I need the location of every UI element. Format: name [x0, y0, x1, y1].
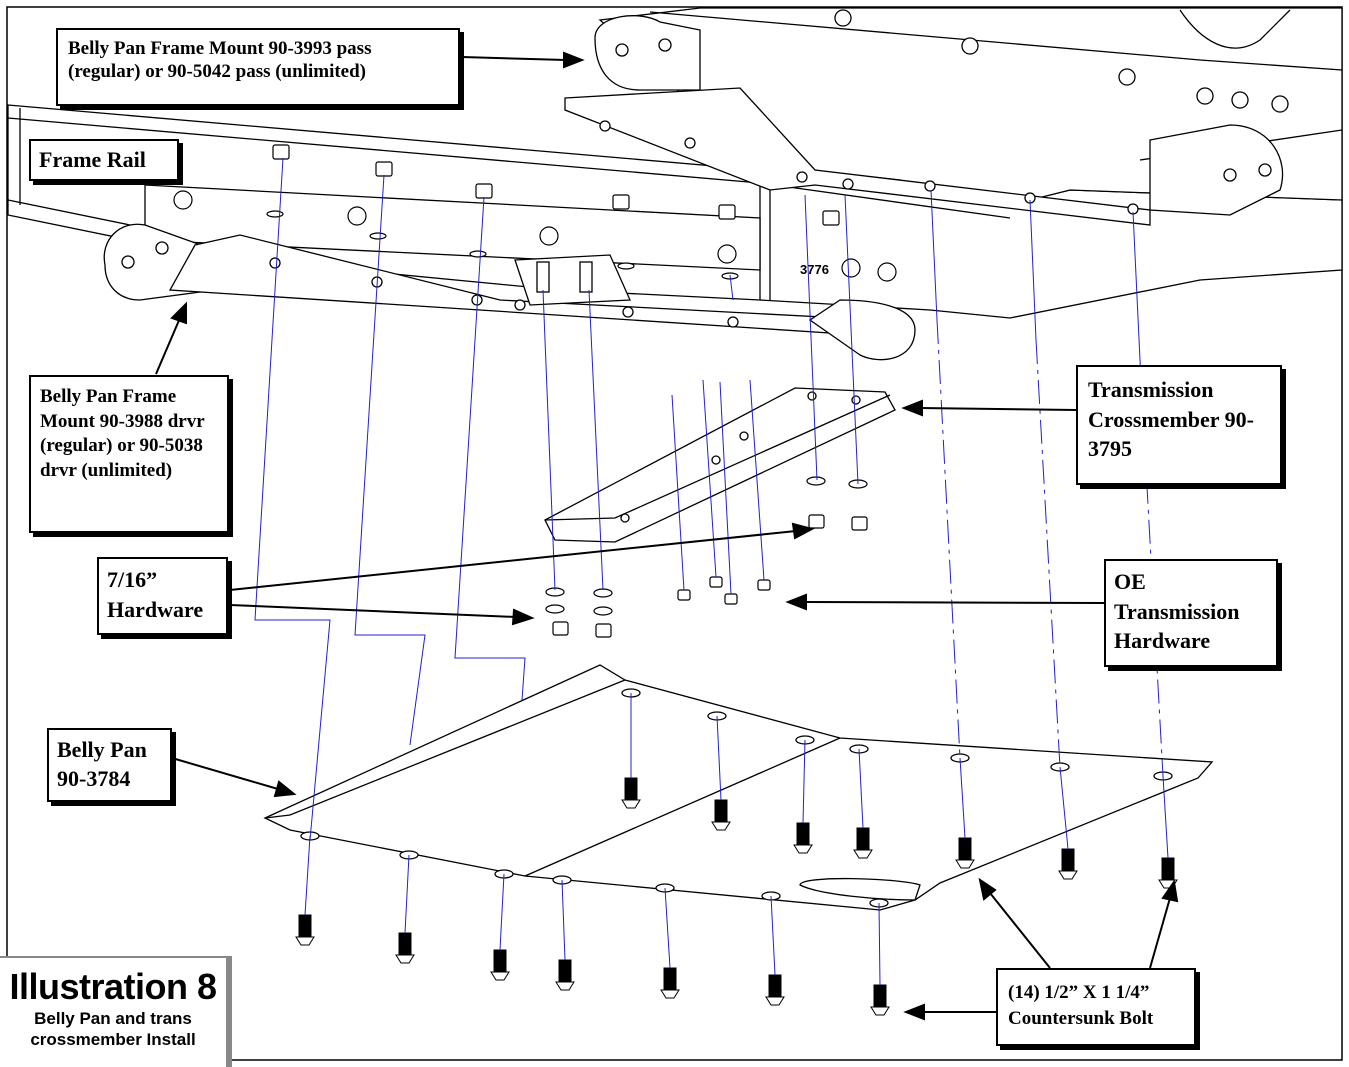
callout-arrows [155, 51, 1179, 1021]
assembly-center-lines [254, 157, 1169, 986]
callout-716-hardware-text: 7/16” Hardware [107, 567, 204, 622]
pass-frame-mount [564, 15, 1284, 226]
callout-pass-frame-mount-text: Belly Pan Frame Mount 90-3993 pass (regu… [68, 38, 372, 82]
callout-belly-pan: Belly Pan 90-3784 [47, 728, 172, 802]
callout-frame-rail: Frame Rail [29, 139, 179, 181]
callout-countersunk-bolt-text: (14) 1/2” X 1 1/4” Countersunk Bolt [1008, 982, 1154, 1029]
callout-countersunk-bolt: (14) 1/2” X 1 1/4” Countersunk Bolt [996, 968, 1196, 1046]
frame-nuts [173, 144, 897, 282]
illustration-title: Illustration 8 [9, 966, 217, 1007]
callout-oe-trans-hardware-text: OE Transmission Hardware [1114, 569, 1240, 654]
callout-oe-trans-hardware: OE Transmission Hardware [1104, 559, 1278, 667]
part-stamp: 3776 [800, 262, 829, 277]
crossmember-hardware [545, 476, 868, 638]
callout-trans-crossmember: Transmission Crossmember 90-3795 [1076, 365, 1282, 485]
callout-trans-crossmember-text: Transmission Crossmember 90-3795 [1088, 377, 1254, 462]
callout-drvr-frame-mount: Belly Pan Frame Mount 90-3988 drvr (regu… [29, 375, 229, 533]
callout-716-hardware: 7/16” Hardware [97, 557, 228, 635]
callout-frame-rail-text: Frame Rail [39, 147, 146, 172]
transmission-crossmember [544, 387, 896, 543]
callout-belly-pan-text: Belly Pan 90-3784 [57, 737, 147, 791]
countersunk-bolts [295, 777, 1178, 1016]
callout-pass-frame-mount: Belly Pan Frame Mount 90-3993 pass (regu… [56, 28, 460, 106]
drvr-frame-mount [103, 184, 916, 361]
belly-pan-plate [263, 664, 1214, 911]
illustration-subtitle: Belly Pan and trans crossmember Install [30, 1009, 196, 1050]
callout-drvr-frame-mount-text: Belly Pan Frame Mount 90-3988 drvr (regu… [40, 386, 205, 482]
illustration-caption: Illustration 8 Belly Pan and trans cross… [0, 956, 232, 1067]
